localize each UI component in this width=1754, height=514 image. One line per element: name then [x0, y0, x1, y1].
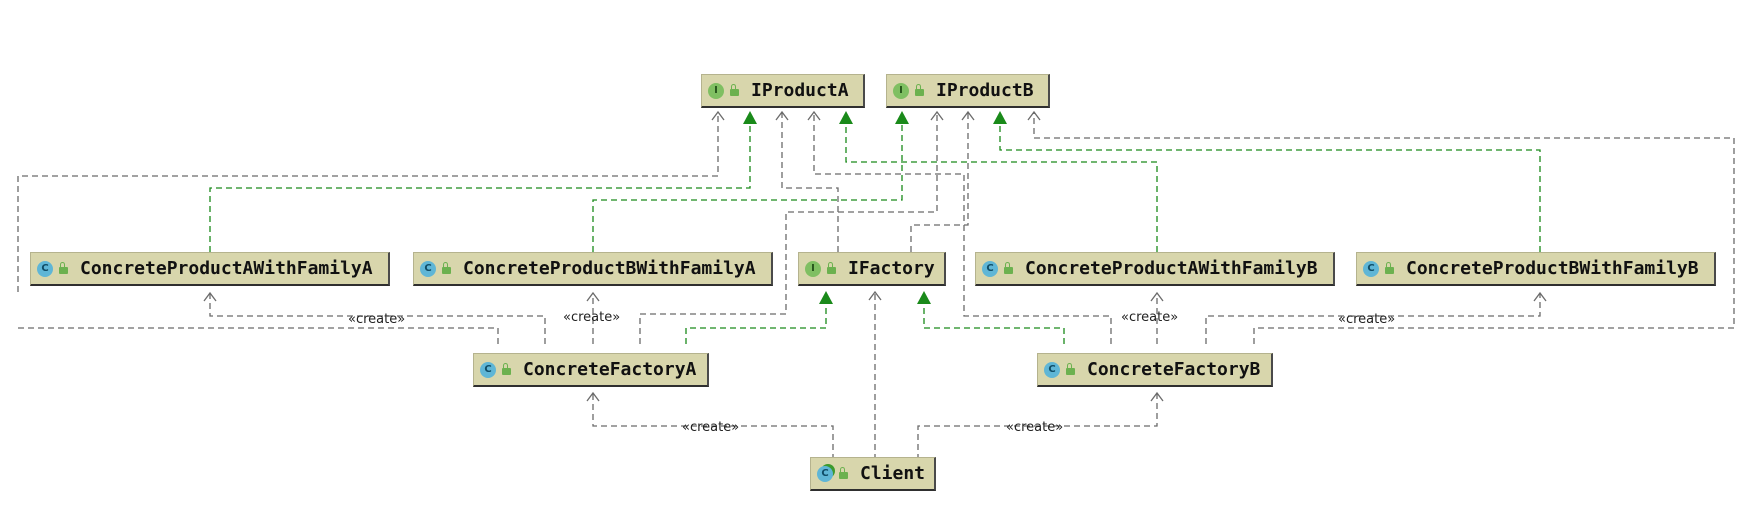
- public-visibility-icon: [502, 363, 511, 375]
- public-visibility-icon: [915, 84, 924, 96]
- create-label: «create»: [682, 420, 739, 435]
- node-label: ConcreteProductBWithFamilyB: [1406, 258, 1699, 279]
- class-icon: C: [982, 260, 998, 277]
- dependency-factory-a-to-product-a-family-a: [209, 293, 546, 344]
- public-visibility-icon: [59, 262, 68, 274]
- class-node-concrete-factory-a[interactable]: C ConcreteFactoryA: [473, 353, 709, 387]
- dependency-ifactory-to-iproduct-a-1: [781, 112, 839, 252]
- create-label: «create»: [348, 312, 405, 327]
- create-label: «create»: [1006, 420, 1063, 435]
- class-icon: C: [1044, 361, 1060, 378]
- node-label: ConcreteFactoryA: [523, 359, 697, 380]
- dependency-factory-b-to-iproduct-b-outer: [1033, 112, 1735, 344]
- create-label: «create»: [1121, 310, 1178, 325]
- create-label: «create»: [1338, 312, 1395, 327]
- class-node-concrete-product-a-with-family-b[interactable]: C ConcreteProductAWithFamilyB: [975, 252, 1335, 286]
- public-visibility-icon: [442, 262, 451, 274]
- interface-node-ifactory[interactable]: I IFactory: [798, 252, 946, 286]
- node-label: ConcreteFactoryB: [1087, 359, 1261, 380]
- class-node-concrete-factory-b[interactable]: C ConcreteFactoryB: [1037, 353, 1273, 387]
- class-node-concrete-product-b-with-family-a[interactable]: C ConcreteProductBWithFamilyA: [413, 252, 773, 286]
- dependency-client-to-factory-a: [592, 393, 834, 460]
- interface-icon: I: [893, 82, 909, 99]
- node-label: ConcreteProductAWithFamilyA: [80, 258, 373, 279]
- node-label: IProductB: [936, 80, 1034, 101]
- runnable-class-icon: C: [817, 465, 833, 482]
- class-node-client[interactable]: C Client: [810, 457, 936, 491]
- class-icon: C: [37, 260, 53, 277]
- node-label: IFactory: [848, 258, 935, 279]
- public-visibility-icon: [1066, 363, 1075, 375]
- dependency-factory-b-to-product-b-family-b: [1205, 293, 1541, 344]
- public-visibility-icon: [839, 467, 848, 479]
- public-visibility-icon: [827, 262, 836, 274]
- realization-factory-b-to-ifactory: [923, 304, 1065, 344]
- dependency-client-to-factory-b: [917, 393, 1158, 460]
- interface-node-iproduct-a[interactable]: I IProductA: [701, 74, 865, 108]
- dependency-factory-a-to-iproduct-a: [18, 327, 499, 344]
- node-label: ConcreteProductAWithFamilyB: [1025, 258, 1318, 279]
- dependency-factory-b-to-iproduct-a: [813, 112, 1112, 344]
- realization-factory-a-to-ifactory: [685, 304, 827, 344]
- public-visibility-icon: [730, 84, 739, 96]
- realization-product-a-family-b-to-iproduct-a: [845, 124, 1158, 252]
- node-label: Client: [860, 463, 926, 484]
- interface-node-iproduct-b[interactable]: I IProductB: [886, 74, 1050, 108]
- public-visibility-icon: [1385, 262, 1394, 274]
- create-label: «create»: [563, 310, 620, 325]
- node-label: IProductA: [751, 80, 849, 101]
- dependency-factory-a-to-iproduct-b: [639, 112, 938, 344]
- node-label: ConcreteProductBWithFamilyA: [463, 258, 756, 279]
- class-icon: C: [420, 260, 436, 277]
- dependency-product-a-family-a-to-iproduct-a: [17, 112, 719, 292]
- dependency-ifactory-to-iproduct-b: [910, 112, 969, 252]
- realization-product-b-family-a-to-iproduct-b: [592, 124, 903, 252]
- class-icon: C: [1363, 260, 1379, 277]
- realization-product-a-family-a-to-iproduct-a: [209, 124, 751, 252]
- realization-product-b-family-b-to-iproduct-b: [999, 124, 1541, 252]
- dependency-arrowheads: [203, 110, 1547, 402]
- public-visibility-icon: [1004, 262, 1013, 274]
- realization-arrowheads: [743, 111, 1007, 304]
- interface-icon: I: [805, 260, 821, 277]
- class-node-concrete-product-a-with-family-a[interactable]: C ConcreteProductAWithFamilyA: [30, 252, 390, 286]
- class-node-concrete-product-b-with-family-b[interactable]: C ConcreteProductBWithFamilyB: [1356, 252, 1716, 286]
- interface-icon: I: [708, 82, 724, 99]
- class-icon: C: [480, 361, 496, 378]
